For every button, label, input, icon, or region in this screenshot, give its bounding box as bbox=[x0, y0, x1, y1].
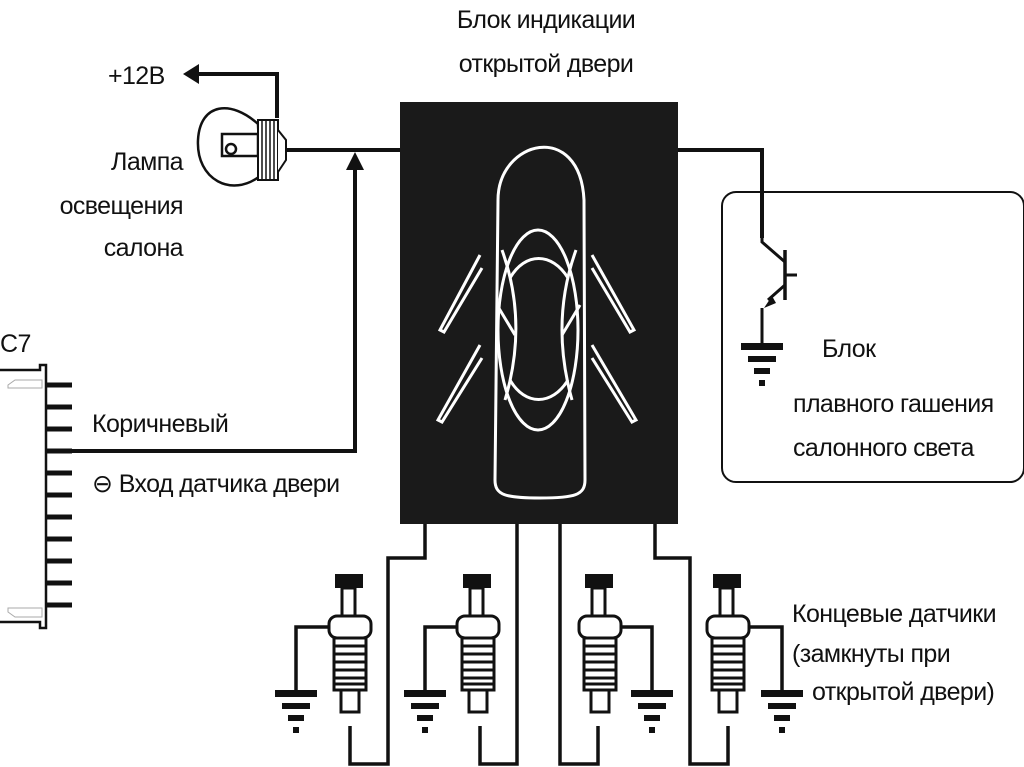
connector-pin bbox=[46, 558, 72, 564]
bulb-icon bbox=[196, 107, 287, 187]
switch-wiring bbox=[348, 524, 730, 766]
ground-icon bbox=[275, 690, 317, 733]
connector-pin bbox=[46, 426, 72, 432]
connector-pin bbox=[46, 602, 72, 608]
lamp-label-line1: Лампа bbox=[111, 148, 184, 176]
connector-pin bbox=[46, 580, 72, 586]
connector-pins bbox=[46, 382, 72, 608]
connector-pin bbox=[46, 382, 72, 388]
ground-wire bbox=[294, 625, 329, 690]
connector-icon bbox=[0, 363, 48, 630]
wire-brown-label: Коричневый bbox=[92, 410, 228, 438]
ground-icon bbox=[631, 690, 673, 733]
door-switch-icon bbox=[705, 572, 751, 714]
car-top-view-open-doors-icon bbox=[435, 145, 639, 500]
connector-pin bbox=[46, 514, 72, 520]
wire-block-to-dimmer bbox=[678, 148, 764, 238]
dimmer-label-line1: Блок bbox=[822, 335, 877, 363]
supply-label: +12B bbox=[108, 62, 165, 90]
lamp-label-line3: салона bbox=[104, 234, 184, 262]
indicator-block-title-line2: открытой двери bbox=[459, 50, 634, 78]
signal-arrow-icon bbox=[346, 152, 364, 450]
door-switch-icon bbox=[455, 572, 501, 714]
sensors-label-line3: открытой двери) bbox=[812, 678, 994, 706]
indicator-block-title-line1: Блок индикации bbox=[457, 6, 635, 34]
connector-pin bbox=[46, 536, 72, 542]
dimmer-label-line2: плавного гашения bbox=[793, 390, 994, 418]
dimmer-label-line3: салонного света bbox=[793, 434, 974, 462]
door-switch-icon bbox=[327, 572, 373, 714]
indicator-block bbox=[400, 102, 678, 524]
sensors-label-line2: (замкнуты при bbox=[792, 640, 950, 668]
ground-icon bbox=[741, 343, 783, 386]
connector-label: C7 bbox=[0, 330, 31, 358]
npn-transistor-icon bbox=[760, 236, 797, 345]
connector-pin bbox=[46, 470, 72, 476]
door-sensor-input-label: ⊖ Вход датчика двери bbox=[92, 470, 339, 498]
connector-pin bbox=[46, 492, 72, 498]
ground-wire bbox=[423, 625, 457, 690]
dimmer-block bbox=[721, 191, 1024, 483]
lamp-label-line2: освещения bbox=[60, 192, 183, 220]
ground-wire bbox=[749, 625, 784, 690]
ground-icon bbox=[404, 690, 446, 733]
connector-pin bbox=[46, 404, 72, 410]
ground-wire bbox=[621, 625, 654, 690]
ground-icon bbox=[761, 690, 803, 733]
supply-arrow-icon bbox=[183, 64, 279, 118]
sensors-label-line1: Концевые датчики bbox=[792, 600, 996, 628]
door-switch-icon bbox=[577, 572, 623, 714]
